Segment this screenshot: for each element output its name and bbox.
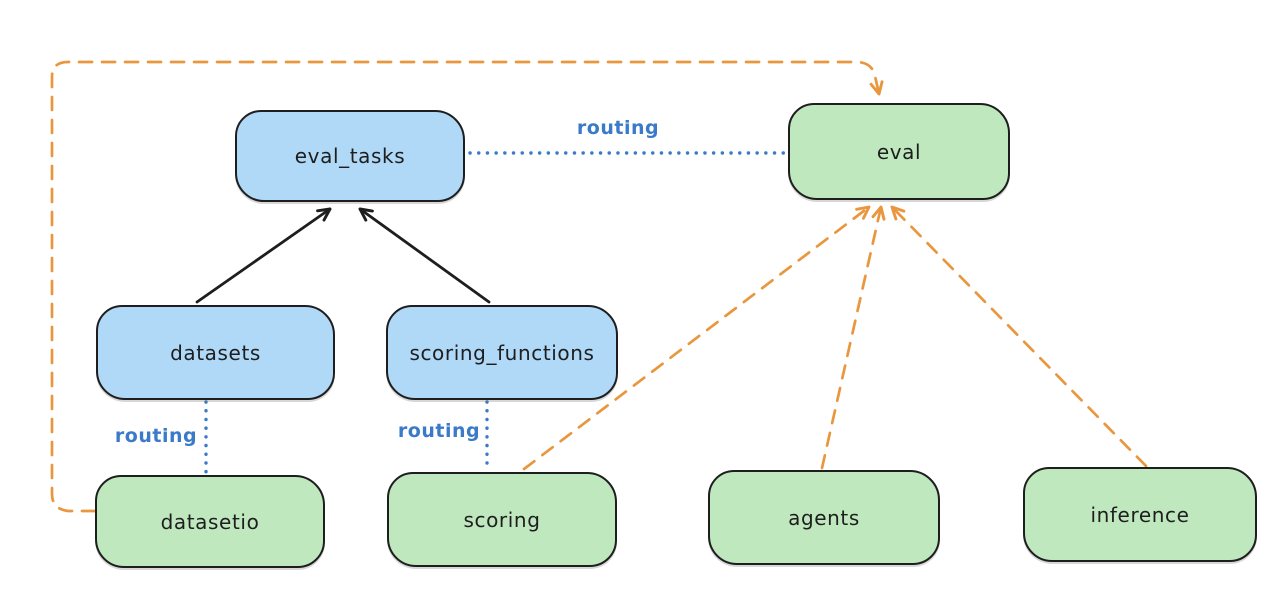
node-agents-label: agents bbox=[788, 505, 860, 530]
node-agents: agents bbox=[708, 470, 940, 565]
edge-datasetio-to-eval bbox=[50, 60, 884, 513]
node-scoring: scoring bbox=[387, 472, 617, 567]
node-datasets: datasets bbox=[96, 305, 335, 400]
node-datasetio-label: datasetio bbox=[160, 509, 260, 534]
node-scoring-functions-label: scoring_functions bbox=[409, 340, 595, 365]
edge-label-routing-eval: routing bbox=[576, 117, 660, 139]
node-eval-tasks-label: eval_tasks bbox=[294, 144, 406, 168]
edge-inference-to-eval bbox=[890, 205, 1148, 468]
node-eval-label: eval bbox=[876, 139, 922, 164]
node-datasetio: datasetio bbox=[95, 475, 325, 568]
node-datasets-label: datasets bbox=[170, 340, 261, 365]
node-eval: eval bbox=[788, 103, 1010, 200]
node-eval-tasks: eval_tasks bbox=[235, 110, 465, 202]
edge-scoring-to-eval bbox=[522, 205, 871, 471]
node-scoring-label: scoring bbox=[463, 507, 541, 532]
edge-label-routing-scoring: routing bbox=[397, 420, 481, 442]
node-inference-label: inference bbox=[1090, 502, 1190, 527]
node-inference: inference bbox=[1023, 467, 1257, 562]
edge-scoring-functions-to-eval-tasks bbox=[358, 207, 491, 304]
edge-agents-to-eval bbox=[820, 205, 886, 470]
edge-datasets-to-eval-tasks bbox=[195, 207, 332, 304]
node-scoring-functions: scoring_functions bbox=[386, 305, 618, 400]
edge-label-routing-datasetio: routing bbox=[114, 425, 198, 447]
